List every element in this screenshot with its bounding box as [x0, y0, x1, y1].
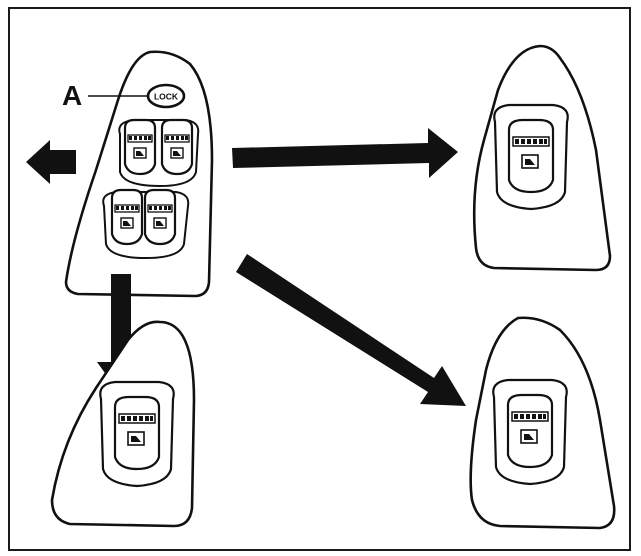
- rear-right-switch-panel: [469, 316, 616, 530]
- front-right-switch-icon: [160, 118, 194, 176]
- arrow-diagonal-icon: [236, 254, 466, 406]
- diagram-frame: [8, 7, 631, 551]
- lock-button-label: LOCK: [154, 92, 179, 102]
- rear-right-switch-icon: [143, 188, 177, 246]
- arrow-left-icon: [26, 140, 76, 184]
- passenger-front-switch-panel: [472, 44, 612, 272]
- arrow-right-icon: [232, 128, 458, 178]
- rear-left-switch-icon: [110, 188, 144, 246]
- master-switch-panel: LOCK: [64, 50, 214, 298]
- front-left-switch-icon: [123, 118, 157, 176]
- callout-label-a: A: [62, 80, 83, 111]
- rear-left-switch-panel: [50, 320, 196, 528]
